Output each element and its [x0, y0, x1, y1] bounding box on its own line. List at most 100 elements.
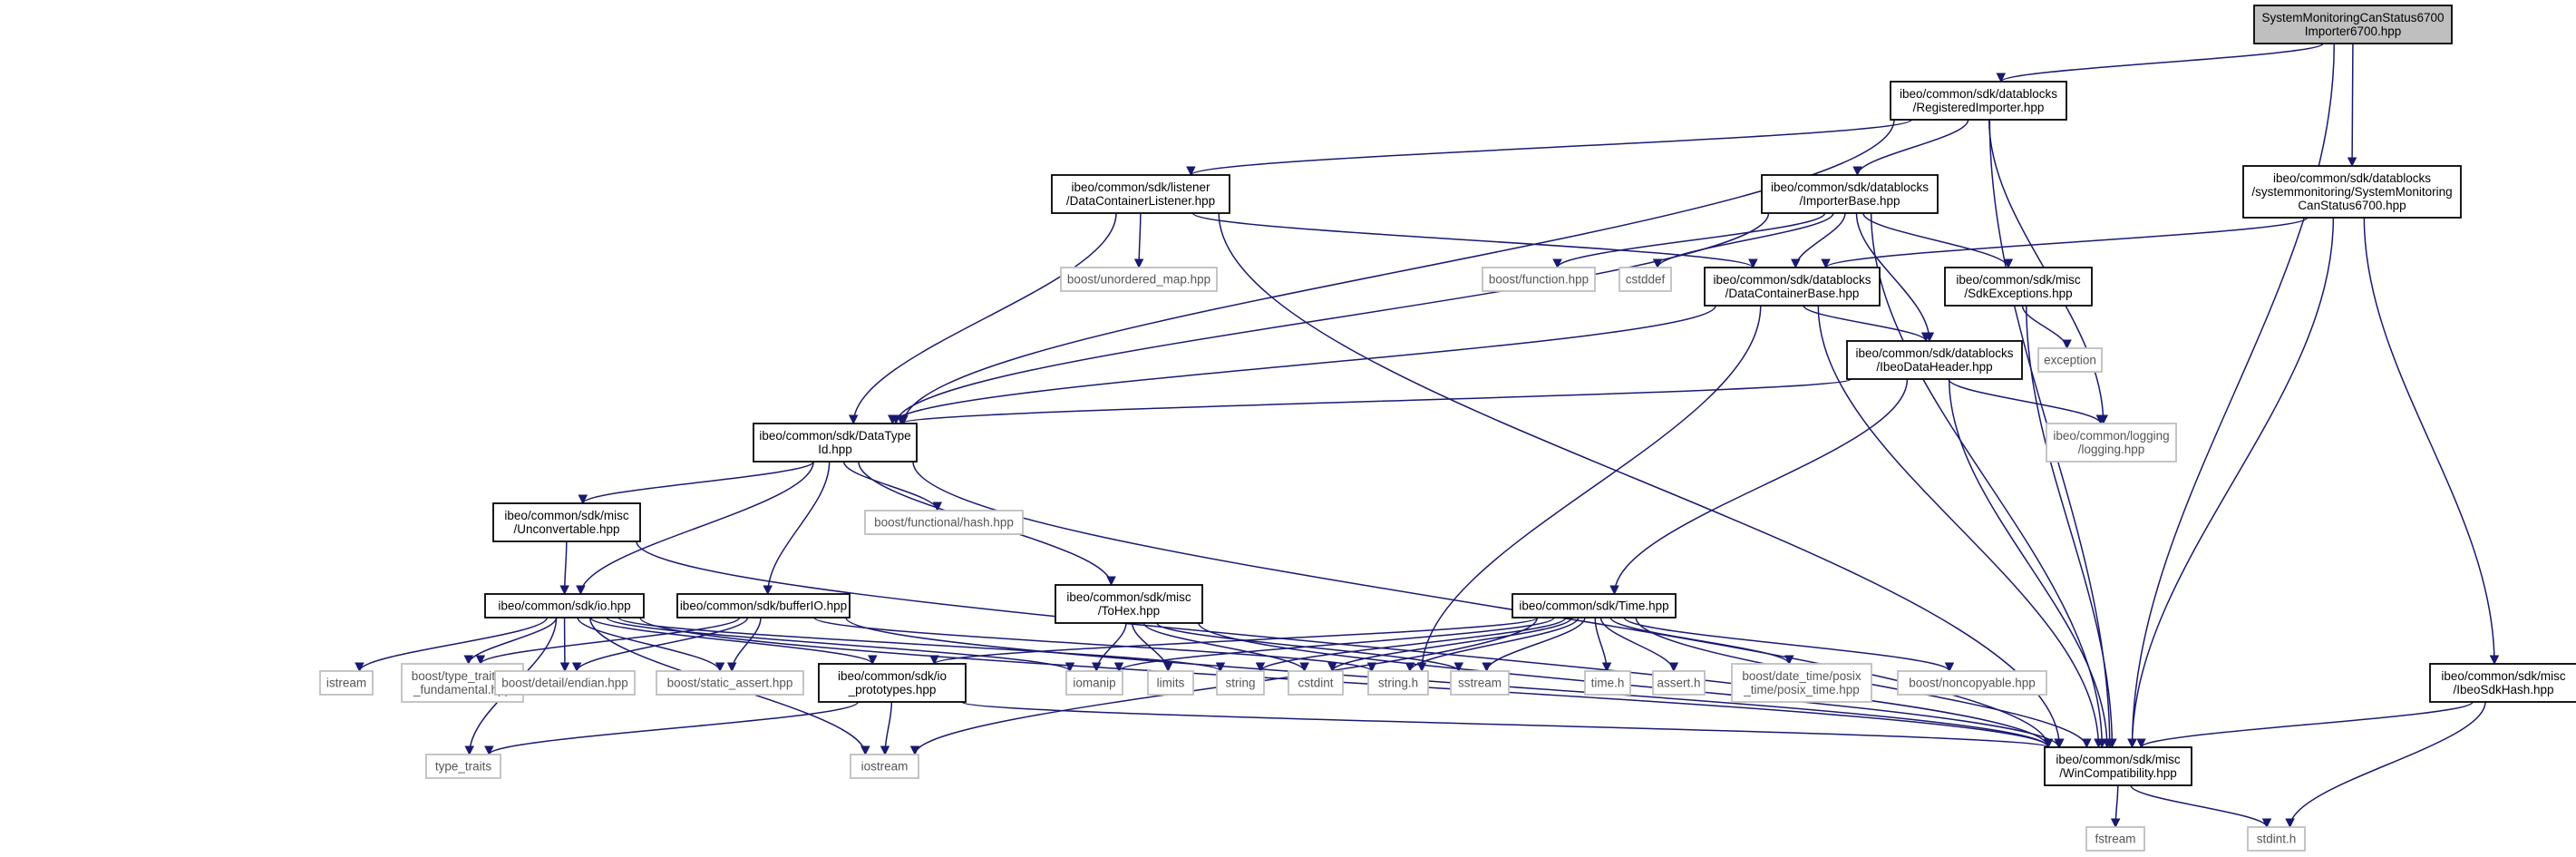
node-string-h: string.h	[1367, 670, 1429, 696]
node-io-prototypes[interactable]: ibeo/common/sdk/io_prototypes.hpp	[818, 663, 967, 703]
edge-sysmon_can_status-to-data_container_base	[1821, 217, 2309, 269]
node-label: exception	[2044, 354, 2096, 367]
node-box	[850, 754, 919, 779]
node-cstdint: cstdint	[1288, 670, 1344, 696]
node-box	[1731, 663, 1872, 703]
edge-registered_importer-to-data_container_listener	[1186, 119, 1912, 177]
node-cstddef: cstddef	[1619, 267, 1672, 292]
edge-data_container_base-to-string_h	[1416, 305, 1762, 673]
node-label: ibeo/common/sdk/misc	[1956, 273, 2081, 287]
node-label: boost/noncopyable.hpp	[1909, 677, 2036, 690]
node-iostream: iostream	[850, 754, 919, 779]
node-io[interactable]: ibeo/common/sdk/io.hpp	[484, 593, 645, 618]
edge-ibeo_sdk_hash-to-win_compat	[2136, 701, 2474, 749]
node-label: cstdint	[1298, 677, 1333, 690]
edge-sysmon_can_status-to-win_compat	[2127, 217, 2335, 749]
node-unconvertable[interactable]: ibeo/common/sdk/misc/Unconvertable.hpp	[492, 502, 641, 542]
node-data-container-base[interactable]: ibeo/common/sdk/datablocks/DataContainer…	[1704, 267, 1881, 307]
edge-data_type_id-to-win_compat	[912, 461, 2054, 749]
node-box	[1619, 267, 1672, 292]
node-box	[656, 670, 804, 696]
node-label: fstream	[2095, 833, 2135, 846]
node-box	[1512, 593, 1677, 618]
node-label: /SdkExceptions.hpp	[1964, 287, 2072, 300]
node-registered-importer[interactable]: ibeo/common/sdk/datablocks/RegisteredImp…	[1890, 81, 2067, 121]
node-ibeo-sdk-hash[interactable]: ibeo/common/sdk/misc/IbeoSdkHash.hpp	[2429, 663, 2576, 703]
node-sdk-exceptions[interactable]: ibeo/common/sdk/misc/SdkExceptions.hpp	[1944, 267, 2093, 307]
node-label: /systemmonitoring/SystemMonitoring	[2251, 185, 2452, 199]
node-logging: ibeo/common/logging/logging.hpp	[2046, 423, 2177, 463]
edge-ibeo_data_header-to-logging	[1948, 378, 2105, 425]
node-label: limits	[1157, 677, 1185, 690]
node-label: ibeo/common/sdk/DataType	[759, 429, 910, 443]
edge-data_type_id-to-functional_hash	[842, 461, 942, 512]
edge-io-to-is_fundamental	[463, 617, 558, 666]
node-label: ibeo/common/sdk/Time.hpp	[1519, 599, 1668, 613]
edge-data_container_listener-to-data_container_base	[1191, 212, 1758, 269]
node-box	[2085, 826, 2145, 852]
edge-importer_base-to-ibeo_data_header	[1855, 212, 1935, 343]
edge-ibeo_data_header-to-time	[1609, 378, 1909, 596]
edge-buffer_io-to-static_assert	[726, 617, 762, 673]
node-label: iomanip	[1073, 677, 1115, 690]
edge-time-to-string	[1255, 617, 1567, 673]
node-sstream: sstream	[1450, 670, 1510, 696]
node-label: /logging.hpp	[2078, 443, 2145, 456]
edge-data_type_id-to-io	[576, 461, 814, 596]
edge-time-to-sstream	[1482, 617, 1586, 673]
edge-buffer_io-to-win_compat	[845, 617, 2053, 749]
node-istream: istream	[319, 670, 374, 696]
edge-time-to-assert_h	[1599, 617, 1679, 673]
edge-sysmon_can_status-to-ibeo_sdk_hash	[2363, 217, 2500, 666]
edge-to_hex-to-cstdint	[1142, 622, 1309, 673]
node-time[interactable]: ibeo/common/sdk/Time.hpp	[1512, 593, 1677, 618]
node-label: time.h	[1591, 677, 1625, 690]
edge-root-to-registered_importer	[1996, 43, 2324, 83]
edge-time-to-cstdint	[1327, 617, 1573, 673]
node-data-container-listener[interactable]: ibeo/common/sdk/listener/DataContainerLi…	[1051, 174, 1230, 214]
node-box	[2247, 826, 2306, 852]
node-label: stdint.h	[2257, 833, 2297, 846]
node-label: CanStatus6700.hpp	[2298, 199, 2406, 212]
node-label: cstddef	[1626, 273, 1666, 287]
node-box	[425, 754, 501, 779]
node-label: ibeo/common/sdk/bufferIO.hpp	[680, 599, 847, 613]
node-importer-base[interactable]: ibeo/common/sdk/datablocks/ImporterBase.…	[1761, 174, 1939, 214]
node-box	[1897, 670, 2047, 696]
node-box	[1482, 267, 1596, 292]
node-label: assert.h	[1657, 677, 1700, 690]
node-box	[494, 670, 636, 696]
node-box	[492, 502, 641, 542]
edge-importer_base-to-data_type_id	[891, 212, 1770, 425]
edge-sdk_exceptions-to-exception	[2021, 305, 2072, 350]
node-box	[2429, 663, 2576, 703]
node-string: string	[1216, 670, 1265, 696]
node-box	[319, 670, 374, 696]
node-box	[676, 593, 851, 618]
node-sysmon-can-status[interactable]: ibeo/common/sdk/datablocks/systemmonitor…	[2242, 165, 2462, 219]
edge-importer_base-to-cstddef	[1652, 212, 1834, 269]
node-exception: exception	[2037, 347, 2103, 373]
node-box	[484, 593, 645, 618]
edge-io-to-win_compat	[639, 617, 2053, 749]
node-label: _time/posix_time.hpp	[1743, 683, 1860, 696]
node-label: ibeo/common/sdk/datablocks	[1900, 87, 2057, 101]
node-label: ibeo/common/sdk/misc	[2441, 669, 2566, 683]
edge-win_compat-to-fstream	[2110, 784, 2121, 829]
node-win-compat[interactable]: ibeo/common/sdk/misc/WinCompatibility.hp…	[2044, 746, 2192, 786]
node-label: /DataContainerBase.hpp	[1725, 287, 1860, 300]
node-ibeo-data-header[interactable]: ibeo/common/sdk/datablocks/IbeoDataHeade…	[1846, 340, 2023, 380]
node-to-hex[interactable]: ibeo/common/sdk/misc/ToHex.hpp	[1055, 584, 1203, 624]
node-buffer-io[interactable]: ibeo/common/sdk/bufferIO.hpp	[676, 593, 851, 618]
edge-data_type_id-to-unconvertable	[578, 461, 815, 505]
node-fstream: fstream	[2085, 826, 2145, 852]
node-root[interactable]: SystemMonitoringCanStatus6700Importer670…	[2253, 5, 2453, 44]
node-label: boost/function.hpp	[1489, 273, 1589, 287]
edge-io_prototypes-to-type_traits	[484, 701, 859, 756]
node-limits: limits	[1147, 670, 1194, 696]
node-label: ibeo/common/sdk/io	[838, 669, 947, 683]
edge-ibeo_data_header-to-data_type_id	[897, 378, 1852, 425]
edge-buffer_io-to-string_h	[813, 617, 1376, 673]
